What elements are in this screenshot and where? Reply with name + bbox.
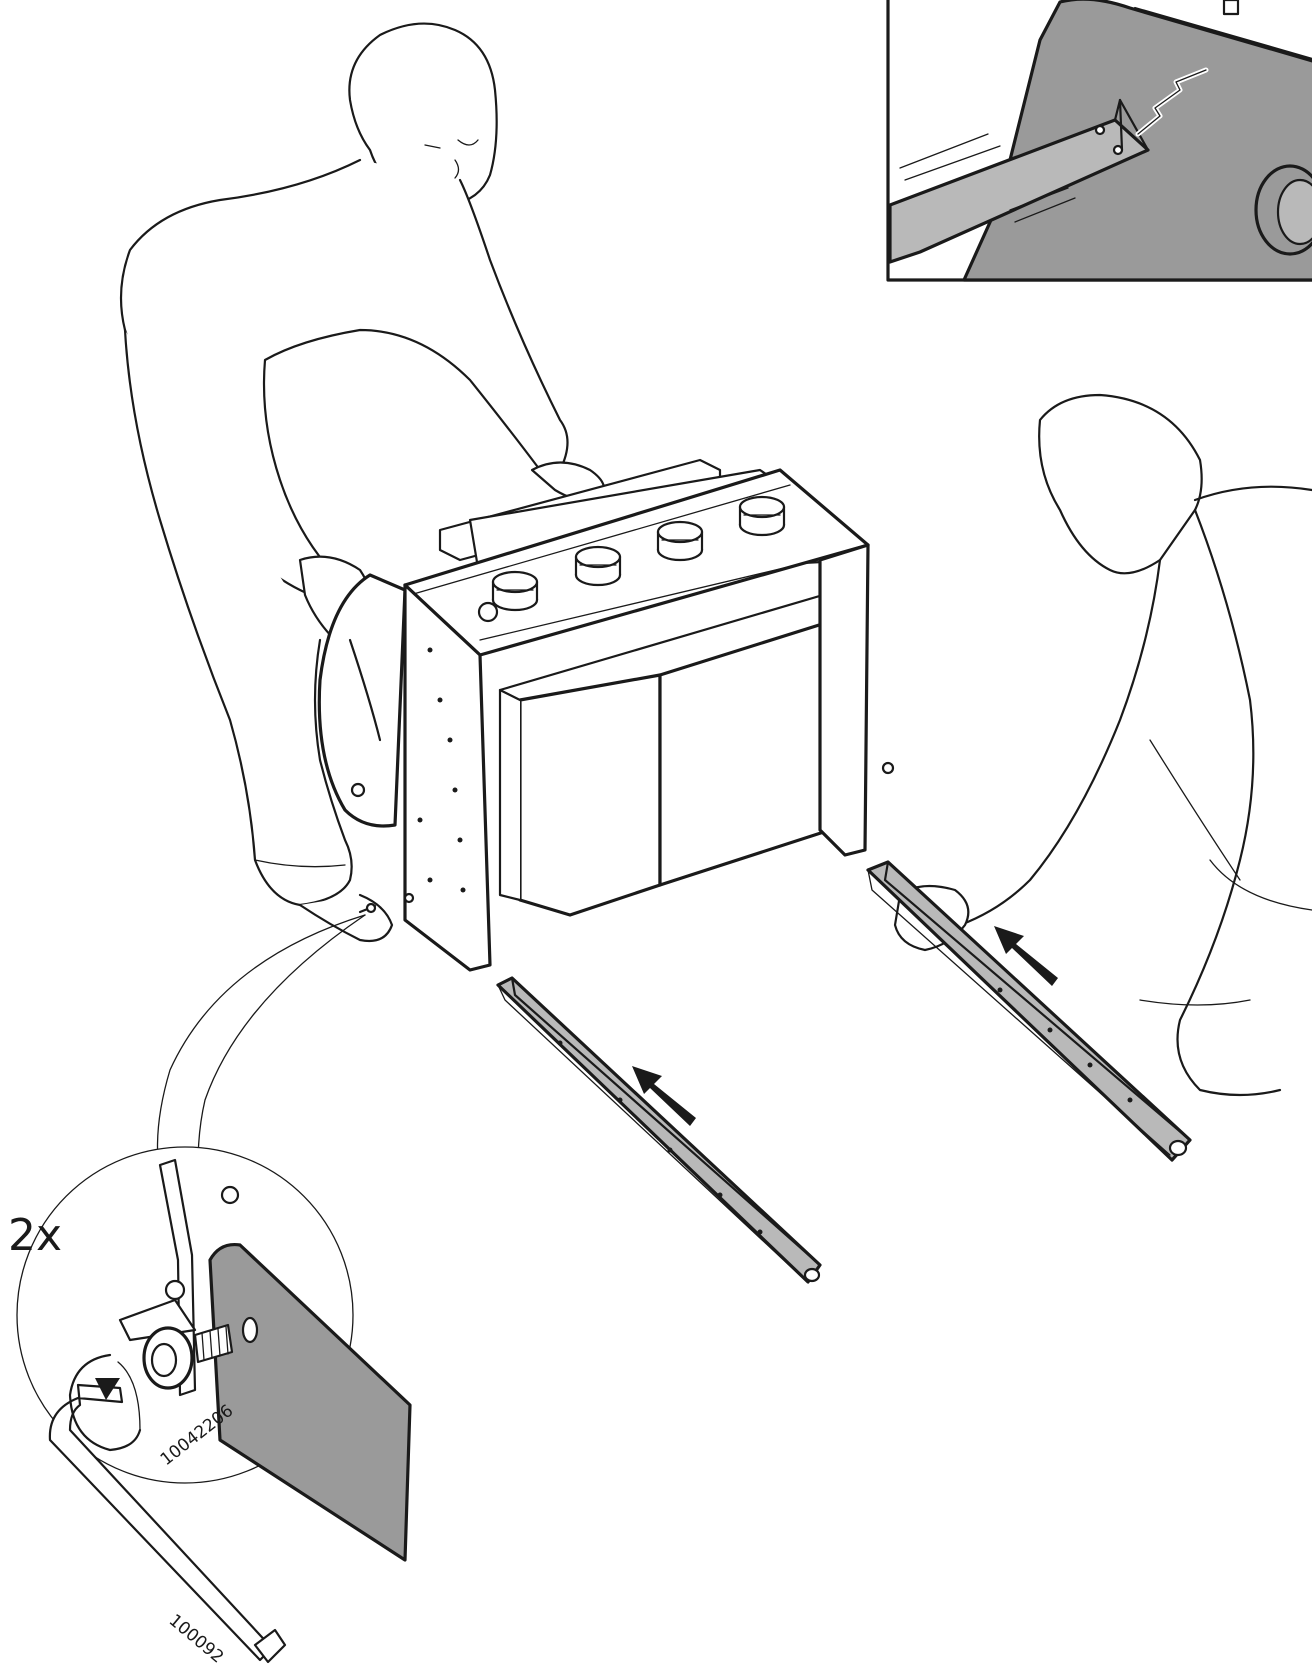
callout-leader-inner: [197, 914, 366, 1166]
right-person: [893, 393, 1312, 1097]
callout-bolt-head: [220, 1185, 240, 1205]
inset-panel-edge: [1133, 6, 1312, 60]
front-upright: [403, 583, 492, 972]
callout-panel: [208, 1242, 412, 1562]
inset-detail: [886, 0, 1312, 282]
screw-10042206: [142, 1323, 234, 1390]
clockwise-arrow-icon: [68, 1353, 142, 1452]
screw-callout: 2x 10042206 100092: [8, 914, 412, 1667]
left-person: [119, 22, 606, 943]
right-upright: [818, 543, 870, 857]
inset-tab: [1222, 0, 1240, 16]
left-person-body: [119, 158, 569, 598]
unit-screws: [358, 761, 895, 914]
right-person-body: [1176, 508, 1282, 1097]
small-valve: [477, 601, 499, 623]
screw-right: [881, 761, 895, 775]
hex-key-100092: [48, 1383, 287, 1664]
rail-right: [866, 860, 1192, 1162]
appliance-unit: [317, 458, 895, 972]
upright-holes: [417, 647, 466, 893]
knob-3: [656, 520, 704, 562]
callout-leader-outer: [156, 914, 366, 1161]
arrow-left-rail: [632, 1066, 696, 1126]
left-person-legs: [123, 328, 353, 907]
right-person-arm: [910, 558, 1162, 933]
knob-1: [491, 570, 539, 612]
knob-4: [738, 495, 786, 537]
callout-panel-hole: [241, 1316, 259, 1344]
side-crank: [317, 573, 407, 828]
burner-knobs: [477, 495, 786, 623]
gas-box-left: [518, 673, 662, 917]
gas-box-right: [658, 618, 837, 887]
quantity-label: 2x: [8, 1210, 62, 1261]
direction-arrow-icon: [632, 926, 1058, 1126]
inset-hole-inner: [1276, 178, 1312, 246]
key-part-number: 100092: [165, 1611, 228, 1667]
right-person-head: [1038, 393, 1203, 575]
arrow-right-rail: [994, 926, 1058, 986]
hex-key-body: [48, 1383, 274, 1662]
rail-left: [496, 976, 822, 1284]
screw-left: [365, 902, 377, 914]
knob-2: [574, 545, 622, 587]
